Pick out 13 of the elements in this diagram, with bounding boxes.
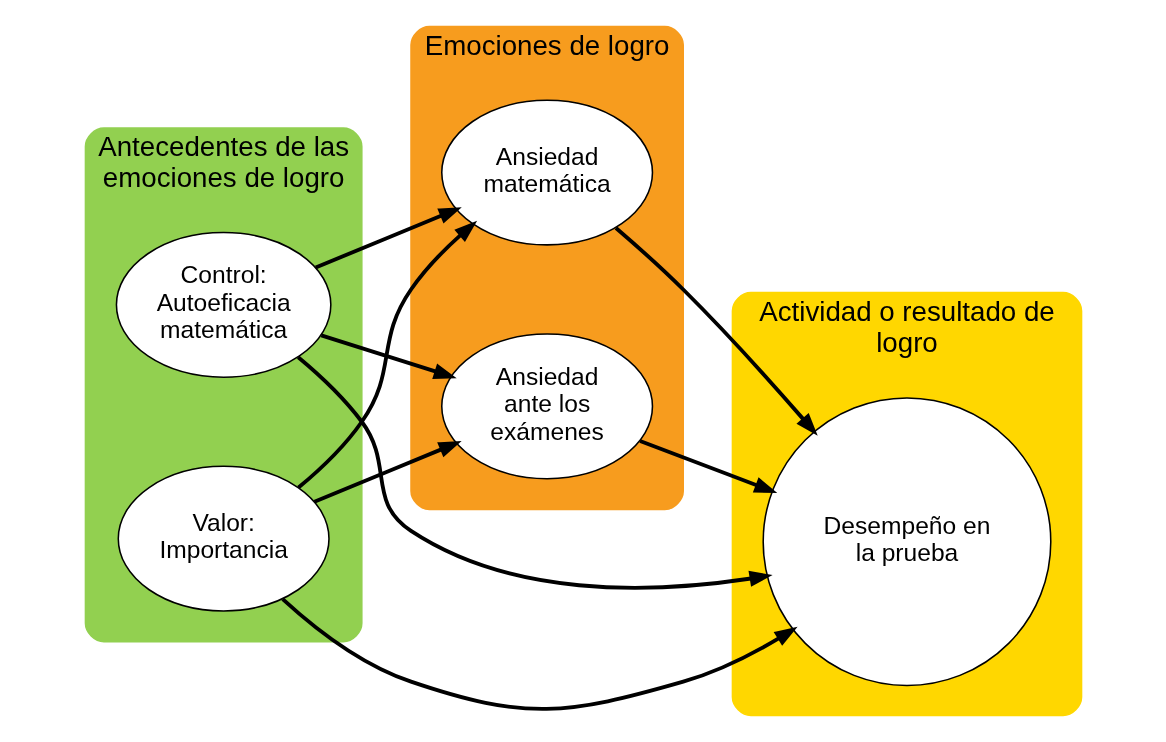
node-ellipse: Ansiedad ante los exámenes <box>440 333 653 480</box>
arrow <box>314 207 462 270</box>
arrow <box>313 441 462 504</box>
arrow <box>320 333 457 379</box>
node-ellipse: Valor: Importancia <box>117 465 330 612</box>
node-ellipse: Ansiedad matemática <box>440 99 653 246</box>
arrow <box>280 597 798 711</box>
arrow <box>296 355 773 590</box>
arrow <box>296 220 477 489</box>
node-circle: Desempeño en la prueba <box>761 397 1052 687</box>
arrow <box>614 226 818 436</box>
arrow <box>638 439 777 494</box>
node-ellipse: Control: Autoeficacia matemática <box>115 231 332 378</box>
